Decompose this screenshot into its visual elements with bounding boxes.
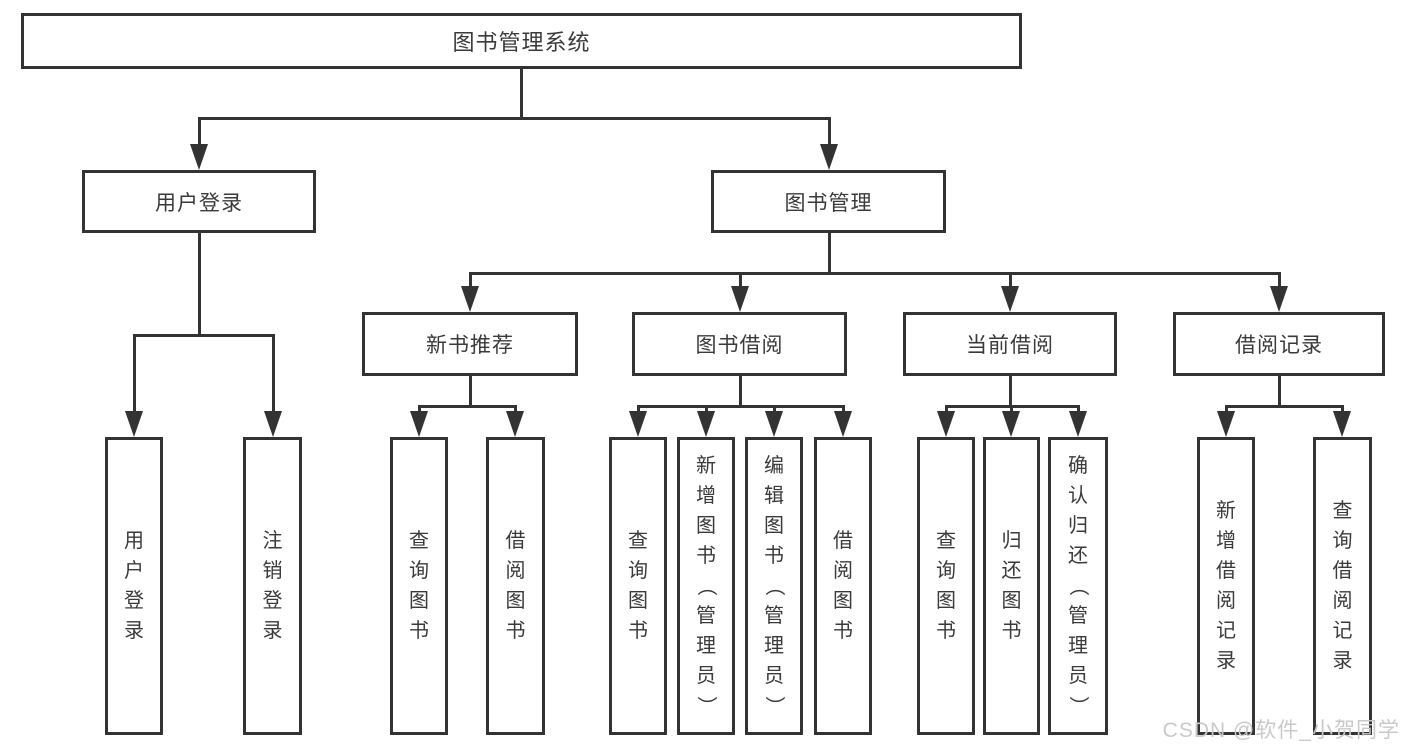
connector-bar <box>1225 405 1344 408</box>
node-record-query: 查询借阅记录 <box>1313 437 1372 735</box>
connector-drop <box>739 273 742 290</box>
connector-bar <box>469 272 1281 275</box>
connector-bar <box>418 405 517 408</box>
watermark: CSDN @软件_小贺同学 <box>1162 719 1400 742</box>
node-root: 图书管理系统 <box>21 13 1022 69</box>
node-book-manage: 图书管理 <box>711 170 946 233</box>
arrowhead-down-icon <box>1270 286 1288 312</box>
node-new-book-recommend: 新书推荐 <box>362 312 578 376</box>
connector-stem <box>198 233 201 335</box>
connector-drop <box>1077 406 1080 415</box>
node-leaf-user-login: 用户登录 <box>105 437 163 735</box>
arrowhead-down-icon <box>190 144 208 170</box>
arrowhead-down-icon <box>461 286 479 312</box>
node-rec-borrow-book: 借阅图书 <box>486 437 545 735</box>
arrowhead-down-icon <box>1069 411 1087 437</box>
connector-drop <box>1009 273 1012 290</box>
connector-stem <box>1009 376 1012 406</box>
node-book-borrow: 图书借阅 <box>632 312 847 376</box>
connector-drop <box>1225 406 1228 415</box>
connector-drop <box>1010 406 1013 415</box>
connector-bar <box>198 117 831 120</box>
connector-stem <box>739 376 742 406</box>
connector-drop <box>1341 406 1344 415</box>
connector-stem <box>520 69 523 118</box>
node-cur-query-book: 查询图书 <box>917 437 975 735</box>
connector-stem <box>469 376 472 406</box>
node-bor-add-book: 新增图书（管理员） <box>677 437 735 735</box>
connector-drop <box>773 406 776 415</box>
connector-drop <box>1278 273 1281 290</box>
arrowhead-down-icon <box>125 411 143 437</box>
arrowhead-down-icon <box>820 144 838 170</box>
arrowhead-down-icon <box>765 411 783 437</box>
arrowhead-down-icon <box>506 411 524 437</box>
connector-drop <box>418 406 421 415</box>
arrowhead-down-icon <box>1217 411 1235 437</box>
node-borrow-records: 借阅记录 <box>1173 312 1385 376</box>
node-cur-confirm-return: 确认归还（管理员） <box>1048 437 1108 735</box>
arrowhead-down-icon <box>410 411 428 437</box>
connector-bar <box>637 405 845 408</box>
node-current-borrow: 当前借阅 <box>903 312 1117 376</box>
arrowhead-down-icon <box>937 411 955 437</box>
connector-drop <box>133 335 136 415</box>
connector-drop <box>945 406 948 415</box>
connector-drop <box>514 406 517 415</box>
connector-drop <box>828 118 831 148</box>
arrowhead-down-icon <box>1002 411 1020 437</box>
arrowhead-down-icon <box>264 411 282 437</box>
arrowhead-down-icon <box>697 411 715 437</box>
connector-stem <box>1278 376 1281 406</box>
node-bor-query-book: 查询图书 <box>609 437 667 735</box>
node-user-login: 用户登录 <box>82 170 316 233</box>
connector-drop <box>842 406 845 415</box>
arrowhead-down-icon <box>1001 286 1019 312</box>
node-bor-edit-book: 编辑图书（管理员） <box>745 437 803 735</box>
connector-drop <box>469 273 472 290</box>
connector-drop <box>272 335 275 415</box>
connector-drop <box>637 406 640 415</box>
arrowhead-down-icon <box>1333 411 1351 437</box>
node-cur-return-book: 归还图书 <box>983 437 1040 735</box>
node-leaf-logout: 注销登录 <box>243 437 302 735</box>
node-bor-borrow-book: 借阅图书 <box>814 437 872 735</box>
node-record-add: 新增借阅记录 <box>1197 437 1255 735</box>
node-rec-query-book: 查询图书 <box>390 437 448 735</box>
arrowhead-down-icon <box>731 286 749 312</box>
connector-drop <box>198 118 201 148</box>
connector-drop <box>705 406 708 415</box>
arrowhead-down-icon <box>629 411 647 437</box>
connector-bar <box>133 334 275 337</box>
connector-stem <box>828 233 831 273</box>
arrowhead-down-icon <box>834 411 852 437</box>
